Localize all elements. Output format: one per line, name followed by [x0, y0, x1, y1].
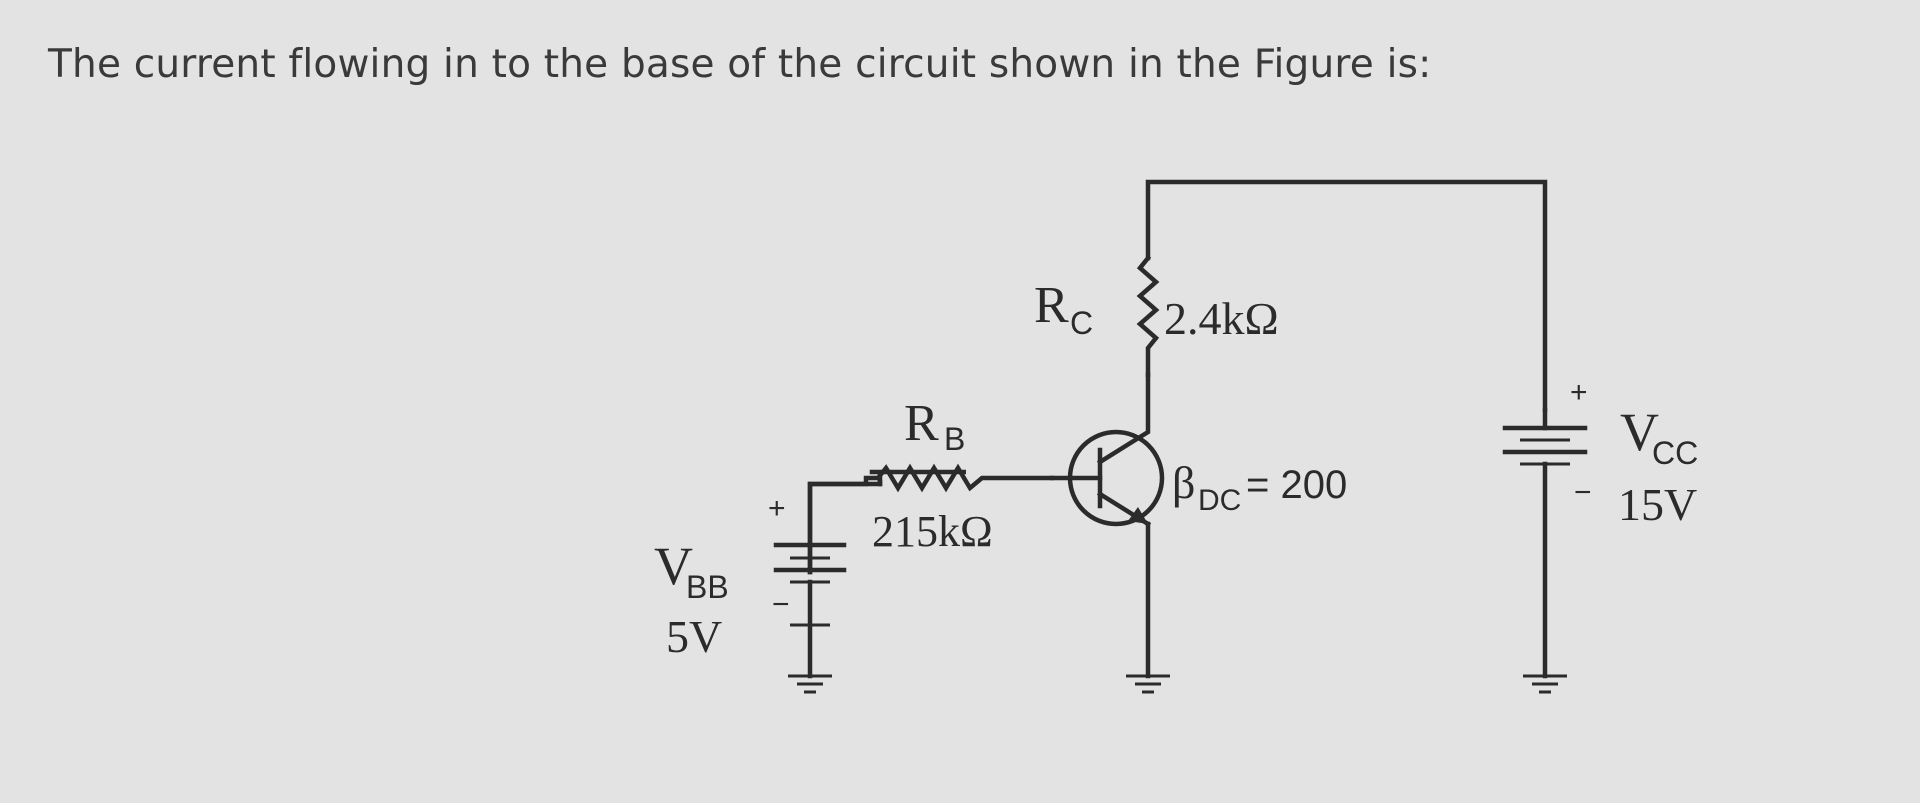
vcc-battery — [1502, 407, 1588, 679]
vbb-minus: − — [772, 588, 790, 621]
question-text: The current flowing in to the base of th… — [48, 42, 1432, 87]
vbb-subscript: BB — [686, 569, 729, 605]
ground-emitter — [1126, 674, 1170, 694]
beta-value: = 200 — [1246, 463, 1347, 507]
vcc-minus: − — [1574, 476, 1592, 509]
vcc-value: 15V — [1618, 479, 1697, 530]
vbb-plus: + — [768, 492, 786, 525]
rc-subscript: C — [1070, 305, 1093, 341]
vcc-plus: + — [1570, 376, 1588, 409]
beta-subscript: DC — [1198, 484, 1241, 517]
rb-symbol: R — [904, 395, 939, 452]
ground-vcc — [1523, 674, 1567, 694]
rc-value: 2.4kΩ — [1164, 293, 1279, 344]
transistor-symbol — [1049, 372, 1165, 528]
rc-symbol: R — [1034, 277, 1069, 334]
vbb-symbol: V — [654, 536, 693, 596]
rb-subscript: B — [944, 421, 965, 457]
rb-value: 215kΩ — [872, 507, 993, 556]
beta-symbol: β — [1172, 457, 1195, 508]
rb-zigzag — [874, 463, 1055, 493]
vbb-value: 5V — [666, 611, 722, 662]
top-wire — [1145, 179, 1548, 413]
ground-vbb — [788, 674, 832, 694]
vcc-subscript: CC — [1652, 435, 1698, 471]
vbb-battery — [773, 542, 847, 679]
vcc-symbol: V — [1620, 402, 1659, 462]
rc-resistor — [1136, 254, 1160, 378]
